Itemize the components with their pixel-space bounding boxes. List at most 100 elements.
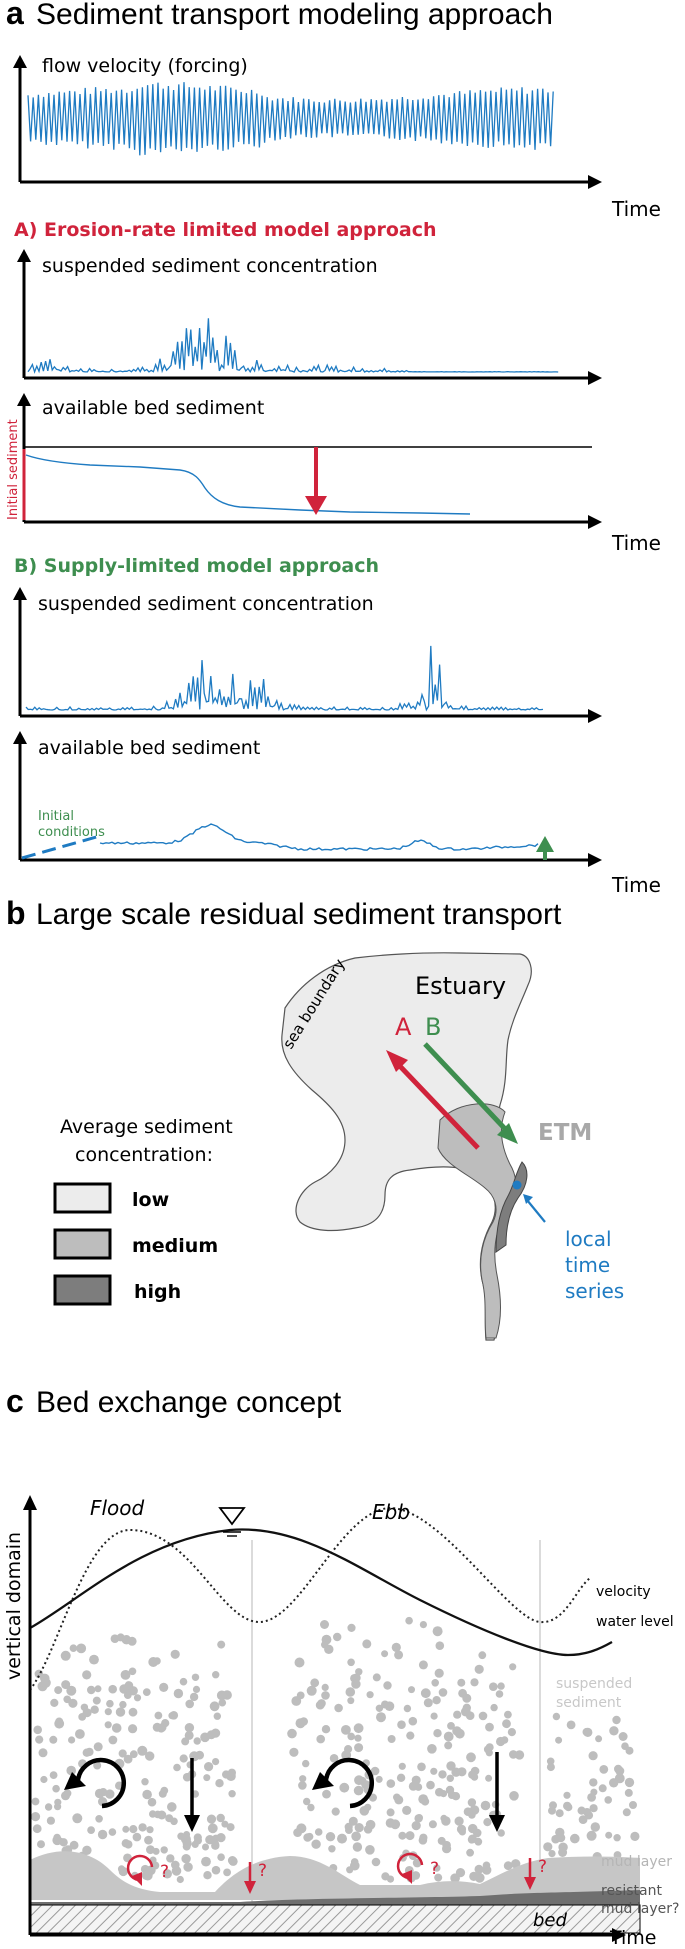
sediment-particle xyxy=(128,1667,137,1676)
sediment-particle xyxy=(120,1670,131,1680)
sediment-particle xyxy=(375,1704,384,1713)
sediment-particle xyxy=(108,1684,117,1694)
sediment-particle xyxy=(405,1616,413,1625)
sediment-particle xyxy=(465,1711,475,1720)
sediment-particle xyxy=(54,1686,63,1695)
sediment-particle xyxy=(314,1828,323,1836)
sediment-particle xyxy=(212,1758,220,1766)
sediment-particle xyxy=(212,1671,220,1679)
sediment-particle xyxy=(466,1752,476,1763)
sediment-particle xyxy=(485,1774,493,1782)
sediment-particle xyxy=(394,1795,404,1805)
sediment-particle xyxy=(570,1833,580,1844)
sediment-particle xyxy=(490,1703,498,1712)
sediment-particle xyxy=(497,1829,505,1837)
sediment-particle xyxy=(157,1723,167,1732)
sediment-particle xyxy=(320,1620,329,1629)
suspended-sediment-particles xyxy=(30,1616,640,1884)
sediment-particle xyxy=(478,1711,488,1721)
sediment-particle xyxy=(624,1788,633,1797)
sediment-particle xyxy=(511,1859,521,1869)
sediment-particle xyxy=(160,1846,168,1854)
ebb-label: Ebb xyxy=(372,1500,410,1524)
sediment-particle xyxy=(87,1826,95,1834)
sediment-particle xyxy=(110,1634,120,1643)
sediment-particle xyxy=(578,1815,588,1824)
sediment-particle xyxy=(66,1765,76,1776)
sediment-particle xyxy=(133,1694,142,1702)
sediment-particle xyxy=(433,1729,442,1738)
sediment-particle xyxy=(132,1832,142,1842)
sediment-particle xyxy=(370,1766,380,1776)
sediment-particle xyxy=(417,1762,426,1772)
sediment-particle xyxy=(509,1663,517,1671)
water-surface-icon xyxy=(218,1507,246,1537)
approach-a-bed-curve xyxy=(25,454,471,515)
initial-conditions-label-2: conditions xyxy=(38,825,105,840)
sediment-particle xyxy=(480,1800,491,1811)
sediment-particle xyxy=(124,1840,133,1849)
sediment-particle xyxy=(325,1832,336,1842)
sediment-particle xyxy=(386,1779,396,1788)
sediment-particle xyxy=(615,1766,625,1776)
sediment-particle xyxy=(203,1871,212,1880)
sediment-particle xyxy=(434,1873,443,1882)
sediment-particle xyxy=(478,1651,487,1660)
sediment-particle xyxy=(566,1720,576,1730)
sediment-particle xyxy=(351,1679,361,1689)
sediment-particle xyxy=(192,1685,201,1693)
sediment-particle xyxy=(63,1789,72,1798)
sediment-particle xyxy=(206,1814,217,1824)
sediment-particle xyxy=(40,1673,50,1684)
sediment-particle xyxy=(599,1765,609,1774)
sediment-particle xyxy=(50,1698,59,1707)
sediment-particle xyxy=(44,1803,53,1811)
sediment-particle xyxy=(33,1725,42,1735)
sediment-particle xyxy=(295,1718,306,1729)
panel-a-letter: a xyxy=(6,0,24,31)
sediment-particle xyxy=(496,1736,506,1747)
sediment-particle xyxy=(166,1854,175,1863)
sediment-particle xyxy=(108,1828,117,1836)
sediment-particle xyxy=(351,1831,361,1842)
velocity-curve xyxy=(29,1506,591,1691)
sediment-particle xyxy=(485,1722,494,1732)
sediment-particle xyxy=(372,1673,381,1682)
sediment-particle xyxy=(317,1699,326,1708)
sediment-particle xyxy=(138,1823,147,1832)
sediment-particle xyxy=(467,1835,476,1844)
sediment-particle xyxy=(105,1789,115,1799)
sediment-particle xyxy=(467,1798,477,1807)
sediment-particle xyxy=(68,1698,78,1708)
sediment-particle xyxy=(428,1820,437,1829)
sediment-particle xyxy=(543,1842,553,1852)
sediment-particle xyxy=(95,1815,103,1823)
sediment-particle xyxy=(430,1767,438,1775)
sediment-particle xyxy=(548,1850,556,1858)
sediment-particle xyxy=(122,1825,130,1833)
sediment-particle xyxy=(625,1746,634,1755)
sediment-particle xyxy=(331,1807,340,1816)
sediment-particle xyxy=(583,1808,591,1816)
sediment-particle xyxy=(411,1821,421,1831)
sediment-particle xyxy=(106,1699,114,1708)
sediment-particle xyxy=(310,1678,320,1688)
residual-transport-arrow-b xyxy=(423,1042,518,1144)
sediment-particle xyxy=(387,1735,396,1743)
sediment-particle xyxy=(431,1679,440,1687)
sediment-particle xyxy=(53,1833,61,1842)
sediment-particle xyxy=(375,1775,383,1783)
sediment-particle xyxy=(344,1745,353,1754)
bed-exchange-diagram: ? ? ? ? Flood Ebb velocity water level v… xyxy=(3,1495,679,1949)
sediment-particle xyxy=(202,1843,209,1851)
sediment-particle xyxy=(348,1816,358,1826)
sediment-particle xyxy=(115,1707,126,1717)
sediment-particle xyxy=(509,1750,518,1759)
sediment-particle xyxy=(438,1688,448,1697)
sediment-particle xyxy=(49,1735,58,1744)
sediment-particle xyxy=(108,1735,118,1745)
sediment-particle xyxy=(142,1688,151,1696)
sediment-particle xyxy=(458,1828,466,1836)
sediment-particle xyxy=(383,1681,392,1690)
sediment-particle xyxy=(590,1788,598,1796)
